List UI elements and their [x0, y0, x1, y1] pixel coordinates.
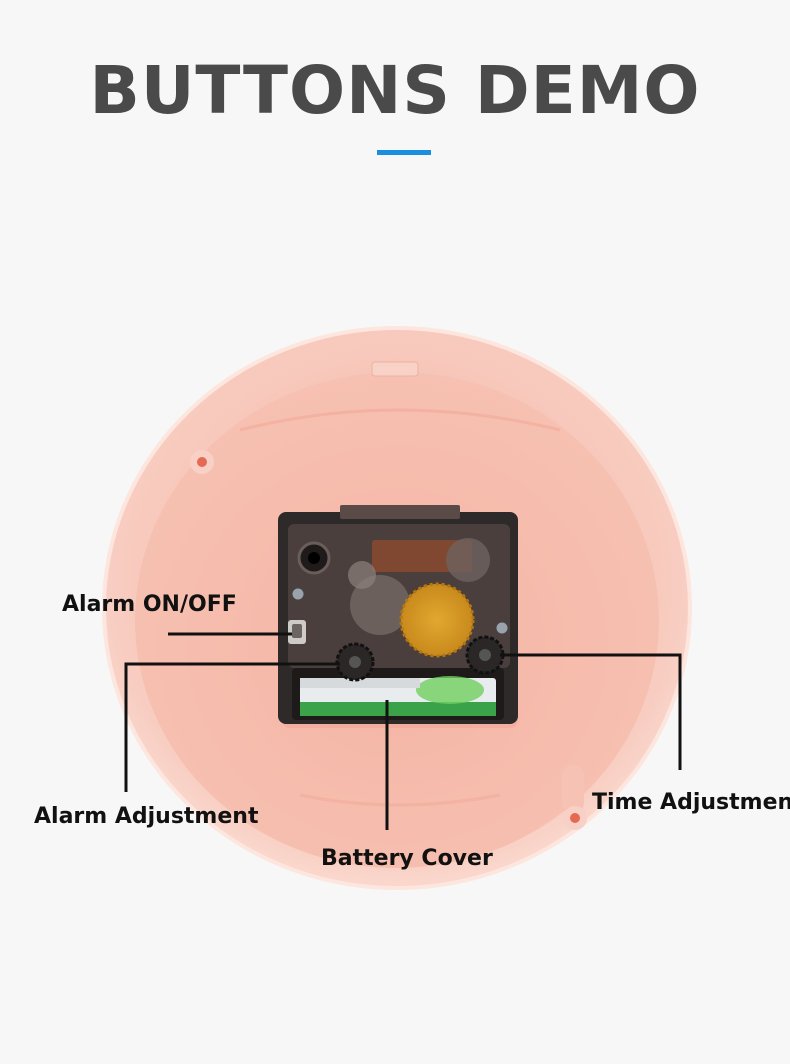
page-title: BUTTONS DEMO [89, 52, 701, 129]
mount-hole-left [190, 450, 214, 474]
leader-lines [124, 632, 682, 830]
label-battery-cover: Battery Cover [321, 846, 493, 871]
mount-hole-right [562, 765, 587, 830]
label-alarm-on-off: Alarm ON/OFF [62, 592, 237, 617]
label-time-adjustment: Time Adjustment [592, 790, 790, 815]
alarm-knob [335, 642, 375, 682]
leader-alarm-adjustment [124, 662, 340, 792]
time-knob [465, 635, 505, 675]
title-underline [377, 150, 431, 155]
leader-time-adjustment [500, 653, 682, 770]
label-alarm-adjustment: Alarm Adjustment [34, 804, 259, 829]
clock-movement [278, 505, 518, 728]
